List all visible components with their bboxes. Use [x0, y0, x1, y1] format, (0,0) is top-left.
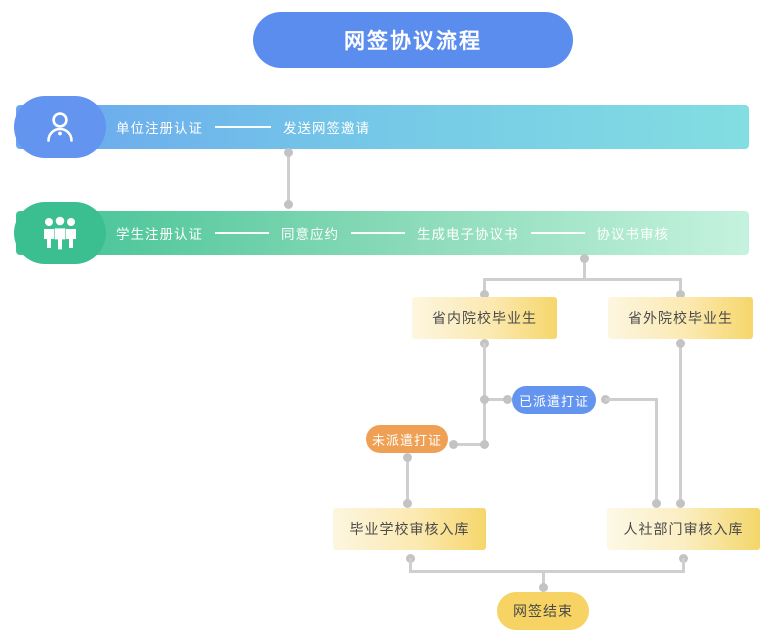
- step-connector-dash: [351, 232, 405, 234]
- enterprise-row-bar: [16, 105, 749, 149]
- connector-dot: [403, 499, 412, 508]
- page-title: 网签协议流程: [253, 12, 573, 68]
- connector-line: [452, 443, 485, 446]
- connector-dot: [480, 395, 489, 404]
- connector-line: [583, 258, 586, 280]
- person-icon: [47, 112, 73, 142]
- node-school-archive[interactable]: 毕业学校审核入库: [333, 508, 486, 550]
- enterprise-row-badge: [14, 96, 106, 158]
- enterprise-row-steps: 单位注册认证 发送网签邀请: [116, 105, 370, 149]
- connector-line: [605, 398, 657, 401]
- node-flow-end[interactable]: 网签结束: [497, 592, 589, 630]
- connector-dot: [580, 254, 589, 263]
- step-connector-dash: [530, 232, 585, 234]
- connector-line: [682, 558, 685, 572]
- node-dispatched[interactable]: 已派遣打证: [512, 386, 596, 414]
- connector-line: [483, 343, 486, 445]
- connector-line: [483, 278, 486, 294]
- student-row-badge: [14, 202, 106, 264]
- node-in-province-graduate[interactable]: 省内院校毕业生: [412, 297, 557, 339]
- connector-line: [409, 558, 412, 572]
- step-connector-dash: [215, 126, 271, 128]
- step-label: 协议书审核: [596, 227, 669, 242]
- step-label: 生成电子协议书: [417, 227, 519, 242]
- connector-line: [679, 343, 682, 502]
- connector-dot: [284, 200, 293, 209]
- connector-dot: [480, 290, 489, 299]
- connector-dot: [676, 339, 685, 348]
- connector-dot: [449, 440, 458, 449]
- connector-line: [483, 398, 509, 401]
- step-label: 学生注册认证: [116, 227, 203, 242]
- connector-dot: [676, 290, 685, 299]
- people-group-icon: [44, 216, 76, 250]
- node-hr-archive[interactable]: 人社部门审核入库: [607, 508, 760, 550]
- connector-line: [287, 152, 290, 206]
- step-label: 发送网签邀请: [283, 121, 370, 136]
- connector-line: [655, 398, 658, 502]
- connector-dot: [503, 395, 512, 404]
- connector-dot: [403, 453, 412, 462]
- connector-dot: [284, 148, 293, 157]
- student-row-steps: 学生注册认证 同意应约 生成电子协议书 协议书审核: [116, 211, 669, 255]
- node-undispatched[interactable]: 未派遣打证: [366, 425, 448, 453]
- step-connector-dash: [215, 232, 269, 234]
- step-label: 同意应约: [281, 227, 339, 242]
- connector-dot: [676, 499, 685, 508]
- connector-line: [679, 278, 682, 294]
- step-label: 单位注册认证: [116, 121, 203, 136]
- connector-dot: [480, 440, 489, 449]
- connector-line: [483, 278, 681, 281]
- connector-line: [409, 570, 685, 573]
- connector-dot: [539, 583, 548, 592]
- node-out-province-graduate[interactable]: 省外院校毕业生: [608, 297, 753, 339]
- connector-line: [406, 457, 409, 503]
- connector-dot: [652, 499, 661, 508]
- connector-line: [542, 570, 545, 586]
